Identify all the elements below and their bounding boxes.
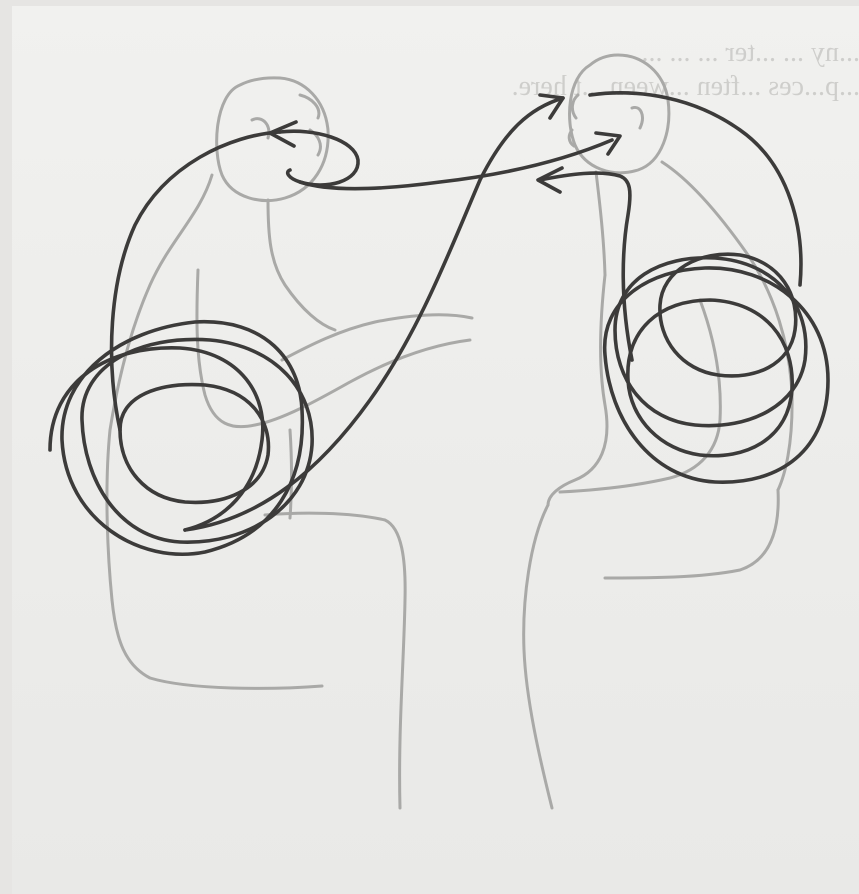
left-to-right-stroke <box>300 140 612 189</box>
right-figure-head <box>570 55 669 173</box>
left-figure-front-neck <box>268 200 335 330</box>
right-figure-neck <box>596 172 605 275</box>
right-neck-return-stroke <box>540 173 632 360</box>
right-figure-front <box>548 275 607 505</box>
book-page: ...ny ... ...ter ... ... ... ...p...ces … <box>12 6 859 894</box>
sketch-illustration <box>12 6 859 894</box>
arrowhead-right-neck <box>538 168 562 192</box>
left-figure-inner-line <box>290 430 292 518</box>
left-swirl-to-right-head-stroke <box>185 98 563 530</box>
right-swirl-loop-4 <box>628 300 792 456</box>
left-figure-face <box>300 95 320 155</box>
right-figure-leg <box>605 490 778 578</box>
left-figure-lap <box>265 513 405 808</box>
left-figure-forearm <box>282 315 472 360</box>
left-swirl-loop-2 <box>82 339 312 542</box>
arrowhead-left-face <box>270 122 296 146</box>
right-figure <box>524 55 792 808</box>
left-figure-head <box>217 78 328 201</box>
right-figure-lap <box>524 505 552 808</box>
right-figure-ear <box>632 107 642 128</box>
left-swirl <box>50 322 312 554</box>
left-figure-leg <box>112 600 322 688</box>
